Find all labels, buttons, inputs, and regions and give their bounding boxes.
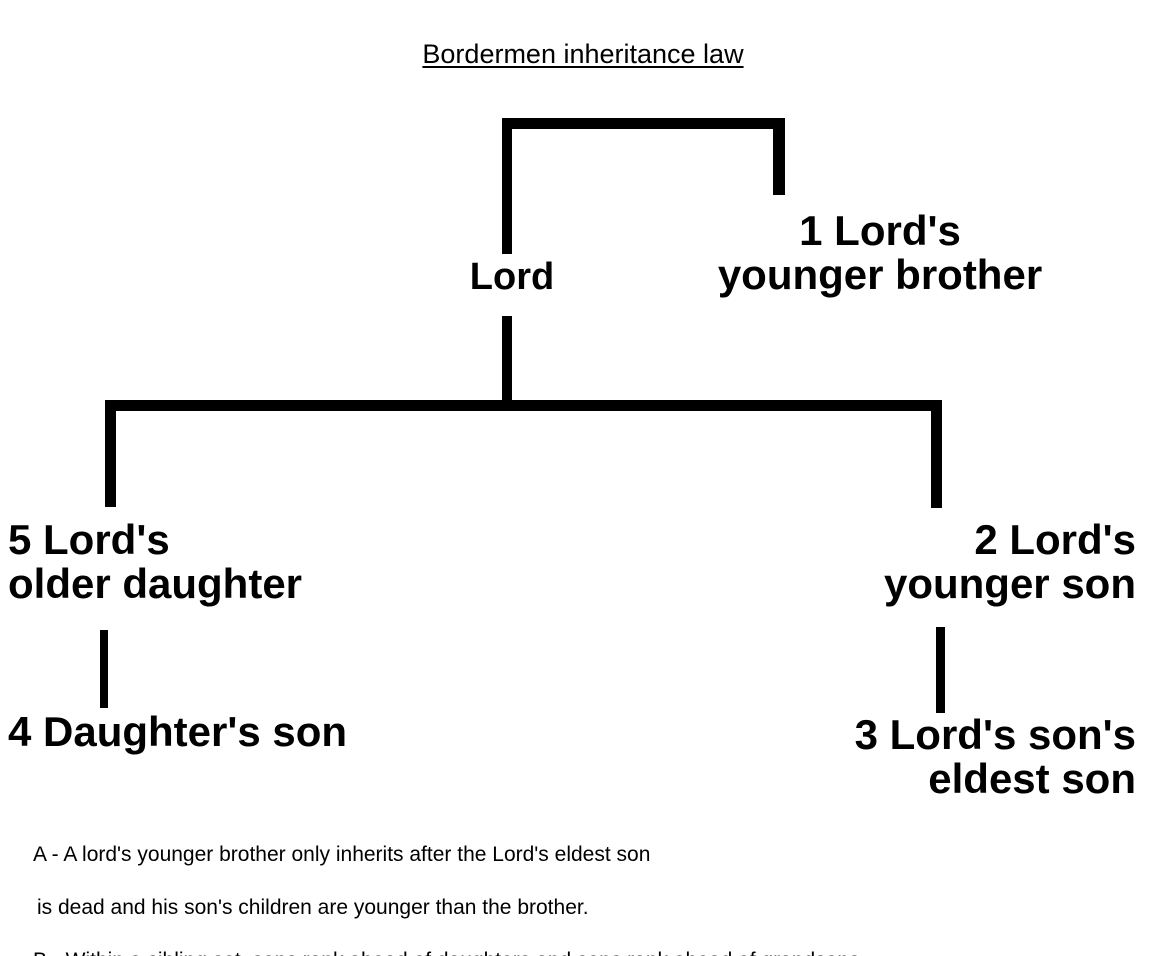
node-lords-sons-eldest-son[interactable]: 3 Lord's son's eldest son xyxy=(854,711,1136,803)
node-lords-younger-brother[interactable]: 1 Lord's younger brother xyxy=(717,207,1043,299)
footnote-b: B - Within a sibling set, sons rank ahea… xyxy=(33,948,1143,956)
footnote-a-line1: A - A lord's younger brother only inheri… xyxy=(33,842,651,866)
connector-lord-stem-down xyxy=(502,316,512,411)
page-title: Bordermen inheritance law xyxy=(0,39,1166,70)
node-daughters-son[interactable]: 4 Daughter's son xyxy=(8,708,348,755)
node-lords-younger-son[interactable]: 2 Lord's younger son xyxy=(883,516,1136,608)
connector-sibling-horizontal xyxy=(502,118,785,129)
connector-older-daughter-stem xyxy=(105,400,116,507)
connector-daughters-son-stem xyxy=(100,630,108,708)
page-title-text: Bordermen inheritance law xyxy=(422,39,744,69)
connector-younger-son-stem xyxy=(931,400,942,508)
connector-sons-eldest-son-stem xyxy=(936,627,945,713)
node-lords-older-daughter[interactable]: 5 Lord's older daughter xyxy=(8,516,303,608)
connector-brother-stem-down xyxy=(773,118,785,195)
node-lord[interactable]: Lord xyxy=(469,256,555,298)
footnotes: A - A lord's younger brother only inheri… xyxy=(33,815,1143,956)
connector-lord-stem-up xyxy=(502,118,512,254)
footnote-a-line2: is dead and his son's children are young… xyxy=(37,895,589,919)
connector-children-horizontal xyxy=(105,400,942,411)
